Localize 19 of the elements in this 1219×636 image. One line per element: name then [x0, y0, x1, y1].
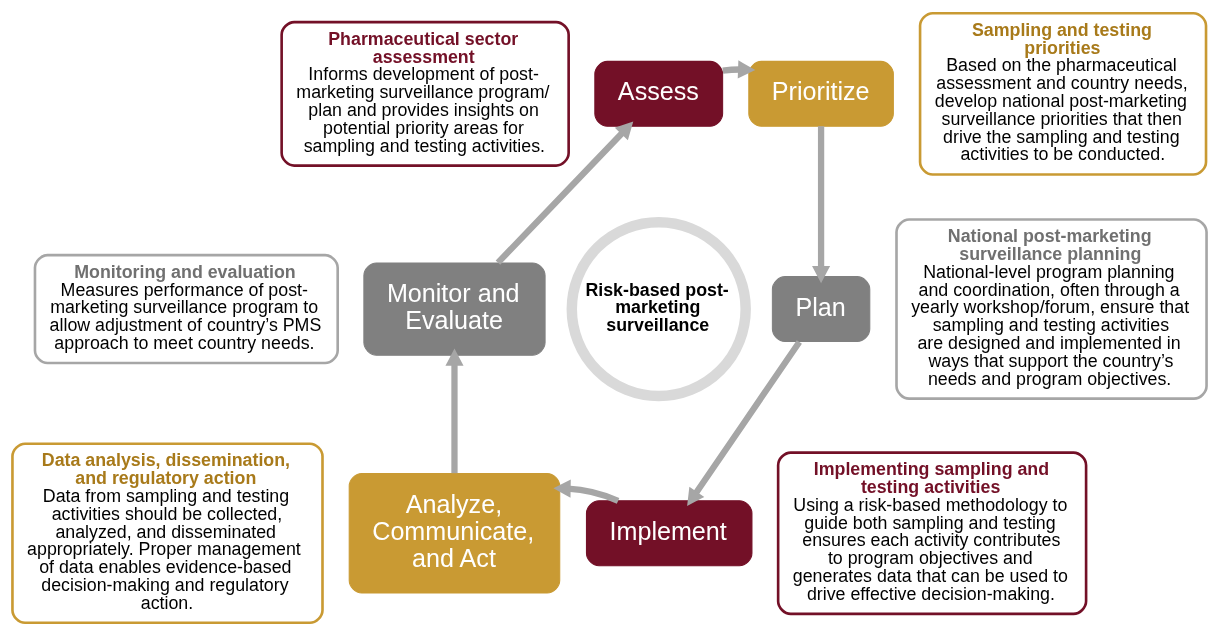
node-box: Plan: [771, 276, 871, 343]
node-box: Pharmaceutical sector assessment Informs development of post-marketing surveillance program/ plan and provides insights on potential priority areas for sampling and testing activities.: [280, 20, 570, 167]
node-box: Sampling and testing priorities Based on the pharmaceutical assessment and country needs, develop national post-marketing surveillance priorities that then drive the sampling and testing activities to be conducted.: [918, 11, 1208, 176]
arrow: [687, 340, 802, 507]
node-box: Implement: [585, 500, 753, 567]
arrow: [495, 121, 634, 265]
arrow: [722, 60, 756, 79]
node-box: Monitoring and evaluation Measures performance of post-marketing surveillance program to allow adjustment of country’s PMS approach to meet country needs.: [33, 253, 339, 365]
node-box: National post-marketing surveillance planning National-level program planning and coordination, often through a yearly workshop/forum, ensure that sampling and testing activities are designed and implemented in ways that support the country’s needs and program objectives.: [895, 218, 1208, 400]
node-box: Assess: [594, 60, 724, 127]
node-circle: Risk-based post-marketing surveillance: [566, 216, 751, 402]
arrow: [812, 126, 831, 284]
arrow: [553, 479, 620, 504]
arrow: [445, 348, 464, 474]
node-box: Prioritize: [748, 60, 894, 127]
node-box: Data analysis, dissemination, and regulatory action Data from sampling and testing activities should be collected, analyzed, and disseminated appropriately. Proper management of data enables evidence-based decision-making and regulatory action.: [11, 442, 324, 625]
node-box: Implementing sampling and testing activities Using a risk-based methodology to guide both sampling and testing ensures each activity contributes to program objectives and generates data that can be used to drive effective decision-making.: [776, 451, 1088, 616]
node-box: Analyze, Communicate, and Act: [348, 473, 561, 594]
node-box: Monitor and Evaluate: [363, 262, 546, 356]
